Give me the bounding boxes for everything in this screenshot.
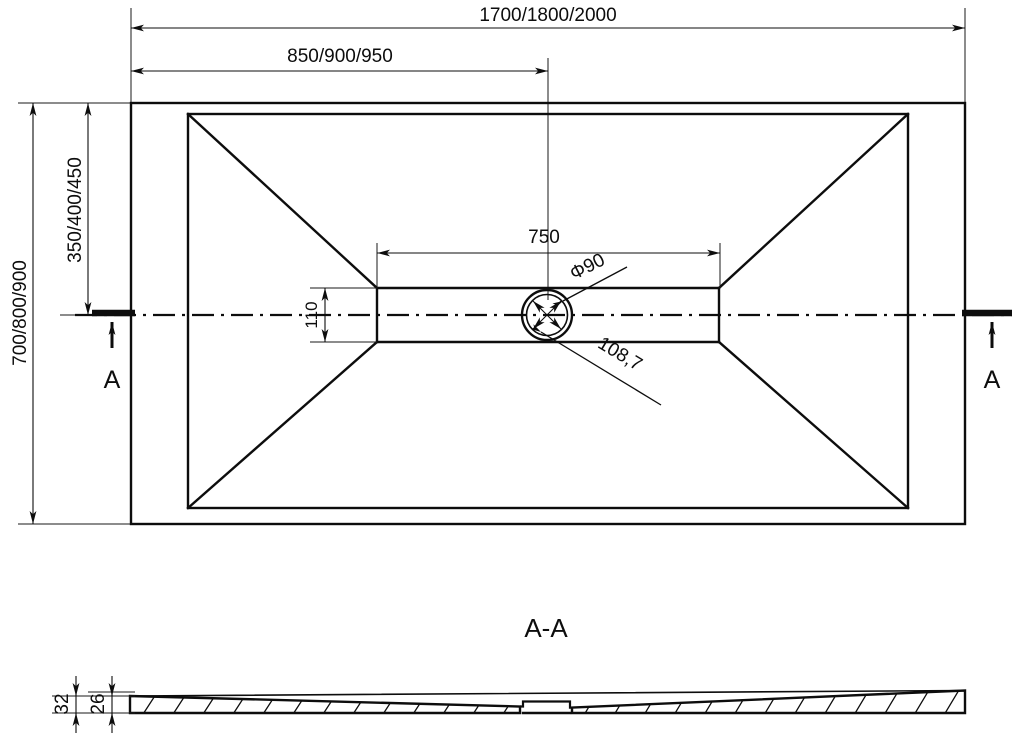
section-total-thickness-label: 32 bbox=[52, 693, 73, 714]
section-marker-left: A bbox=[92, 309, 135, 394]
drain-diameter-label: Φ90 bbox=[567, 250, 609, 285]
dimension-drain-offset: 750 bbox=[376, 227, 721, 288]
drain-offset-label: 750 bbox=[528, 227, 560, 248]
dimension-half-depth: 350/400/450 bbox=[65, 103, 92, 315]
section-marker-left-label: A bbox=[104, 366, 121, 394]
overall-depth-label: 700/800/900 bbox=[10, 260, 31, 366]
section-top-surface-line bbox=[129, 689, 966, 697]
dimension-overall-width: 1700/1800/2000 bbox=[131, 5, 965, 32]
section-view-title: A-A bbox=[524, 613, 568, 643]
section-marker-right: A bbox=[962, 309, 1012, 394]
tray-inner-outline bbox=[186, 112, 910, 510]
tray-slope-lines bbox=[186, 112, 910, 510]
section-body-left bbox=[128, 694, 522, 715]
dimension-section-panel-thickness: 26 bbox=[88, 676, 116, 733]
drain-diameter-leader: Φ90 bbox=[552, 250, 628, 309]
section-drain-notch bbox=[520, 700, 572, 715]
dimension-channel-width: 110 bbox=[302, 287, 377, 343]
dimension-half-width: 850/900/950 bbox=[131, 46, 548, 75]
section-marker-right-label: A bbox=[984, 366, 1001, 394]
dimension-overall-depth: 700/800/900 bbox=[10, 103, 37, 524]
overall-width-label: 1700/1800/2000 bbox=[479, 5, 616, 26]
top-dimension-extension-lines bbox=[130, 8, 966, 300]
half-width-label: 850/900/950 bbox=[287, 46, 393, 67]
dimension-section-total-thickness: 32 bbox=[52, 676, 80, 733]
section-panel-thickness-label: 26 bbox=[88, 693, 109, 714]
half-depth-label: 350/400/450 bbox=[65, 157, 86, 263]
channel-width-label: 110 bbox=[302, 301, 321, 328]
